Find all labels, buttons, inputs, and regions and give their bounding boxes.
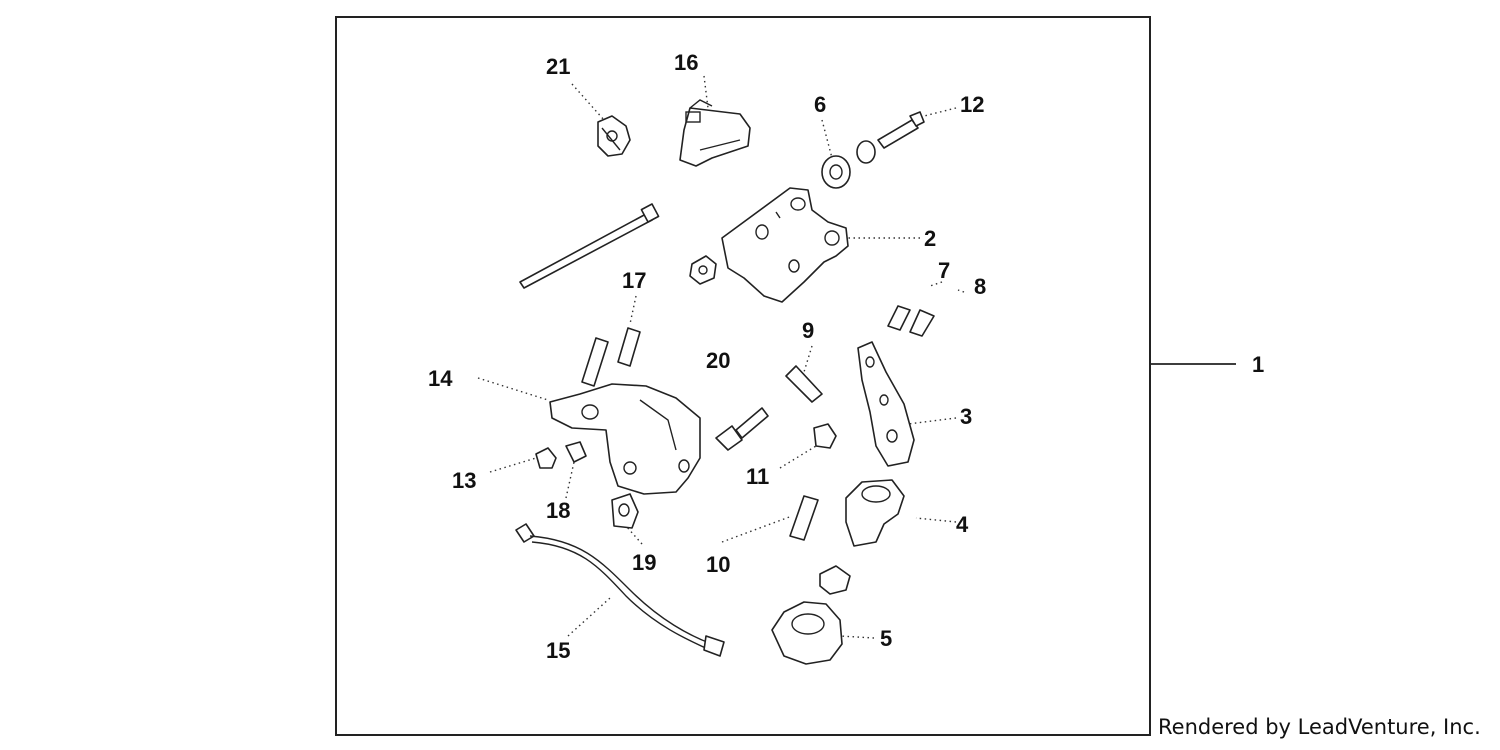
- diagram-frame: [335, 16, 1151, 736]
- part-14-bracket: [549, 383, 701, 495]
- part-5-cover: [771, 601, 843, 665]
- leader-lines: [477, 75, 1236, 639]
- part-9-bolt: [785, 365, 823, 403]
- part-18-collar: [565, 441, 587, 463]
- callout-labels: 1 2 3 4 5 6 7 8 9 10 11 12 13 14 15 16 1…: [428, 50, 1264, 663]
- callout-3: 3: [960, 404, 972, 429]
- callout-13: 13: [452, 468, 476, 493]
- callout-4: 4: [956, 512, 969, 537]
- render-credit: Rendered by LeadVenture, Inc.: [1158, 715, 1481, 739]
- part-8-bolt: [909, 309, 935, 337]
- callout-11: 11: [746, 464, 769, 489]
- part-12-bolt: [856, 111, 925, 164]
- callout-18: 18: [546, 498, 570, 523]
- part-13-nut: [535, 447, 557, 469]
- callout-10: 10: [706, 552, 730, 577]
- callout-19: 19: [632, 550, 656, 575]
- part-15-cable: [515, 523, 725, 657]
- callout-16: 16: [674, 50, 698, 75]
- callout-14: 14: [428, 366, 453, 391]
- part-4-knob: [845, 479, 905, 547]
- callout-7: 7: [938, 258, 950, 283]
- part-11-nut: [813, 423, 837, 449]
- part-20-bolt: [715, 407, 769, 451]
- callout-1: 1: [1252, 352, 1264, 377]
- callout-2: 2: [924, 226, 936, 251]
- part-nut-lower: [819, 565, 851, 595]
- callout-9: 9: [802, 318, 814, 343]
- part-19-bushing: [611, 493, 639, 529]
- callout-8: 8: [974, 274, 986, 299]
- callout-5: 5: [880, 626, 892, 651]
- part-nut-small: [689, 255, 717, 285]
- part-3-lever: [857, 341, 915, 467]
- part-10-bolt: [789, 495, 819, 541]
- part-16-switch: [679, 99, 751, 167]
- part-2-bracket: [721, 187, 849, 303]
- part-6-grommet: [821, 155, 851, 189]
- callout-20: 20: [706, 348, 730, 373]
- callout-12: 12: [960, 92, 984, 117]
- part-21-clip: [597, 115, 631, 157]
- part-cable-tie: [519, 203, 660, 289]
- part-17-bolts: [581, 327, 641, 387]
- callout-6: 6: [814, 92, 826, 117]
- callout-21: 21: [546, 54, 570, 79]
- callout-15: 15: [546, 638, 570, 663]
- callout-17: 17: [622, 268, 646, 293]
- part-7-bolt: [887, 305, 911, 331]
